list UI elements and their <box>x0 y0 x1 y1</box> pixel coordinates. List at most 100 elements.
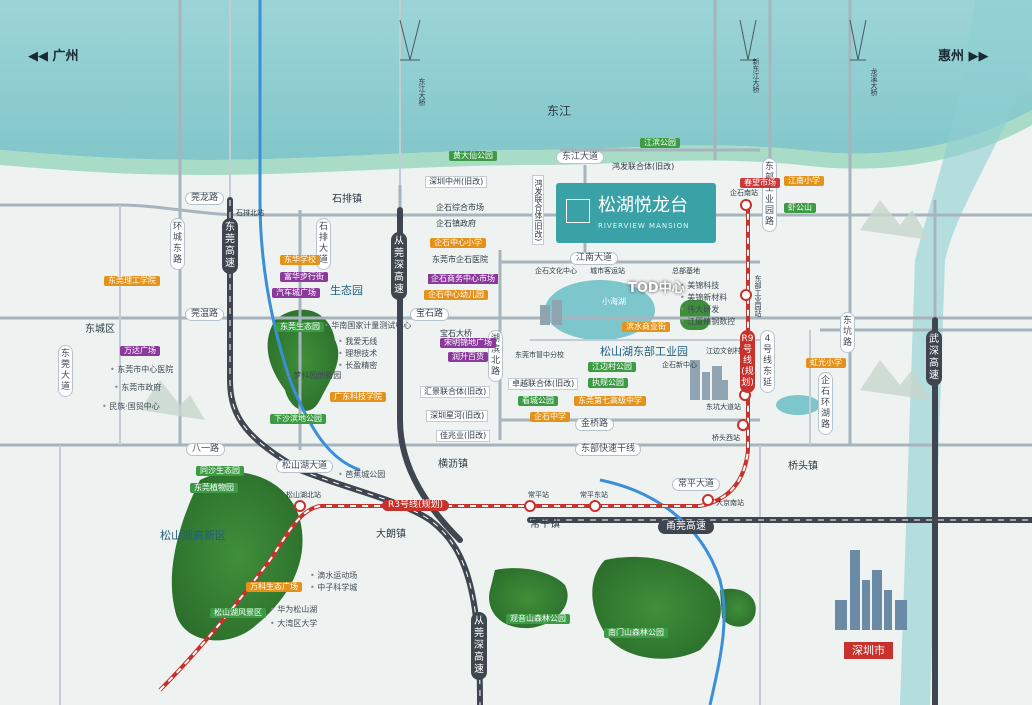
block-9: 鸿发联合体(旧改) <box>532 175 544 246</box>
poi-green-8[interactable]: 执规公园 <box>588 378 628 388</box>
metro-r4-label: 4号线东延 <box>760 330 775 393</box>
poi-orange-5[interactable]: 广东科技学院 <box>330 392 386 402</box>
bridge-mid-label: 新东江大桥 <box>752 58 760 93</box>
poi-orange-6[interactable]: 东莞理工学院 <box>104 276 160 286</box>
poi-green-3[interactable]: 东莞生态园 <box>276 322 324 332</box>
poi-plain-7: 长盈精密 <box>338 362 377 370</box>
poi-green-7[interactable]: 江边村公园 <box>588 362 636 372</box>
poi-green-9[interactable]: 看城公园 <box>518 396 558 406</box>
poi-green-2[interactable]: 虾公山 <box>784 203 816 213</box>
poi-orange-4[interactable]: 东华学校 <box>280 255 320 265</box>
poi-green-6[interactable]: 下沙滨地公园 <box>270 414 326 424</box>
station-4: 桥头西站 <box>712 434 740 442</box>
block-11: 宝石大桥 <box>440 329 472 338</box>
metro-r3-label: R3号线(规划) <box>382 500 450 511</box>
project-logo-icon <box>566 199 590 223</box>
highway-guanshen-north: 从莞深高速 <box>391 232 407 300</box>
road-guanwen: 莞温路 <box>185 308 225 321</box>
poi-plain-13: 华为松山湖 <box>270 606 317 614</box>
block-1: 企石综合市场 <box>436 203 484 212</box>
city-huizhou-label: 惠州 <box>938 49 965 64</box>
road-dongkeng: 东坑路 <box>840 312 855 353</box>
road-songshanhu-dadao: 松山湖大道 <box>276 460 334 473</box>
poi-orange-1[interactable]: 虹光小学 <box>806 358 846 368</box>
poi-plain-8: 梦科园创新园 <box>286 372 341 380</box>
project-name: 松湖悦龙台 <box>598 195 688 216</box>
poi-orange-3[interactable]: 东莞第七高级中学 <box>574 396 646 406</box>
poi-purple-0[interactable]: 富华步行街 <box>280 272 328 282</box>
block-6: 深圳星河(旧改) <box>426 410 489 422</box>
poi-green-0[interactable]: 黄大仙公园 <box>449 151 497 161</box>
poi-plain-6: 理想技术 <box>338 350 377 358</box>
poi-purple-1[interactable]: 汽车城广场 <box>272 288 320 298</box>
block-5: 汇景联合体(旧改) <box>420 386 491 398</box>
block-18: 美锦新材料 <box>680 294 727 302</box>
poi-green-5[interactable]: 同沙生态园 <box>196 466 244 476</box>
poi-purple-2[interactable]: 宋明锦地广场 <box>440 338 496 348</box>
road-bayi: 八一路 <box>186 443 226 456</box>
station-6: 东部工业园站 <box>754 275 762 317</box>
block-16: 总部基地 <box>672 267 700 275</box>
station-2: 常平东站 <box>580 491 608 499</box>
block-23: 企石新中心 <box>662 361 697 369</box>
area-qiaotou: 桥头镇 <box>788 461 818 472</box>
road-changping-dadao: 常平大道 <box>672 478 721 491</box>
area-changping: 常平镇 <box>530 519 560 530</box>
bridge-left-label: 东江大桥 <box>418 78 426 106</box>
block-17: 美锦科技 <box>680 282 719 290</box>
lake-label: 小海湖 <box>602 297 626 306</box>
block-19: 伟大研发 <box>680 306 719 314</box>
road-huancheng-nan: 东莞大道 <box>58 345 73 397</box>
metro-r9-label: R9号线(规划) <box>740 330 755 393</box>
poi-plain-14: 大湾区大学 <box>270 620 317 628</box>
block-0: 深圳中州(旧改) <box>425 176 488 188</box>
area-shipai: 石排镇 <box>332 194 362 205</box>
poi-plain-0: 东莞市中心医院 <box>110 366 173 374</box>
poi-orange-10[interactable]: 企石中心幼儿园 <box>424 290 488 300</box>
road-dongjiang-dadao: 东江大道 <box>556 151 605 164</box>
road-huanchengdong: 环城东路 <box>170 218 185 270</box>
area-dalang: 大朗镇 <box>376 529 406 540</box>
station-5: 东坑大道站 <box>706 403 741 411</box>
area-songshanhu-hitech: 松山湖高新区 <box>160 529 226 542</box>
poi-orange-9[interactable]: 企石中心小学 <box>430 238 486 248</box>
area-shengtaiyuan: 生态园 <box>330 284 363 297</box>
poi-plain-4: 华南国家计量测试中心 <box>324 322 411 330</box>
road-jinqiao: 金桥路 <box>575 418 615 431</box>
poi-red-0[interactable]: 春望市场 <box>740 178 780 188</box>
road-qishi-huanhu: 企石环湖路 <box>818 372 833 435</box>
highway-dongguan: 东莞高速 <box>222 218 238 274</box>
city-guangzhou: ◀◀ 广州 <box>28 49 79 64</box>
poi-plain-5: 我爱无线 <box>338 338 377 346</box>
tod-label: TOD中心 <box>628 281 685 296</box>
poi-green-4[interactable]: 东莞植物园 <box>190 483 238 493</box>
station-8: 企石南站 <box>730 189 758 197</box>
highway-yongguan: 甬莞高速 <box>658 520 714 534</box>
poi-plain-12: 中子科学城 <box>310 584 357 592</box>
station-1: 常平站 <box>528 491 549 499</box>
river-label: 东江 <box>547 104 572 118</box>
bridge-right-label: 龙溪大桥 <box>870 68 878 96</box>
road-dongbu-kuaisu: 东部快速干线 <box>575 443 642 456</box>
road-dongbu-gongye: 东部工业园路 <box>762 158 777 232</box>
poi-orange-8[interactable]: 滨水商业街 <box>622 322 670 332</box>
block-22: 江边文创村 <box>706 347 741 355</box>
area-songshanhu-east: 松山湖东部工业园 <box>600 345 688 358</box>
project-brand-panel[interactable]: 松湖悦龙台 RIVERVIEW MANSION <box>556 183 716 243</box>
poi-green-11[interactable]: 观音山森林公园 <box>506 614 570 624</box>
block-8: 卓越联合体(旧改) <box>508 378 579 390</box>
poi-plain-1: 东莞市政府 <box>114 384 161 392</box>
road-jiangnan-dadao: 江南大道 <box>570 252 619 265</box>
poi-orange-2[interactable]: 企石中学 <box>530 412 570 422</box>
poi-green-12[interactable]: 松山湖风景区 <box>210 608 266 618</box>
poi-plain-10: 滴水运动场 <box>310 572 357 580</box>
poi-purple-3[interactable]: 润升百货 <box>448 352 488 362</box>
poi-orange-0[interactable]: 江南小学 <box>784 176 824 186</box>
poi-green-10[interactable]: 南门山森林公园 <box>604 628 668 638</box>
poi-orange-7[interactable]: 万科生态广场 <box>246 582 302 592</box>
area-hengli: 横沥镇 <box>438 459 468 470</box>
poi-purple-4[interactable]: 万达广场 <box>120 346 160 356</box>
poi-green-1[interactable]: 江滨公园 <box>640 138 680 148</box>
